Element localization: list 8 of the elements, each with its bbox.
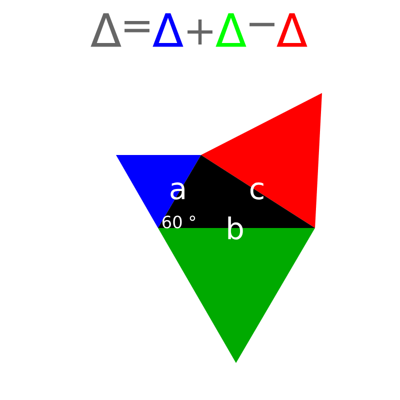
delta-symbol: Δ xyxy=(152,13,184,47)
angle-label: 60 ° xyxy=(162,216,196,228)
delta-symbol: Δ xyxy=(276,13,308,47)
equals-sign: = xyxy=(124,20,150,32)
delta-symbol: Δ xyxy=(90,13,122,47)
minus-sign: − xyxy=(250,22,274,26)
delta-symbol: Δ xyxy=(216,13,246,47)
plus-sign: + xyxy=(188,20,212,44)
